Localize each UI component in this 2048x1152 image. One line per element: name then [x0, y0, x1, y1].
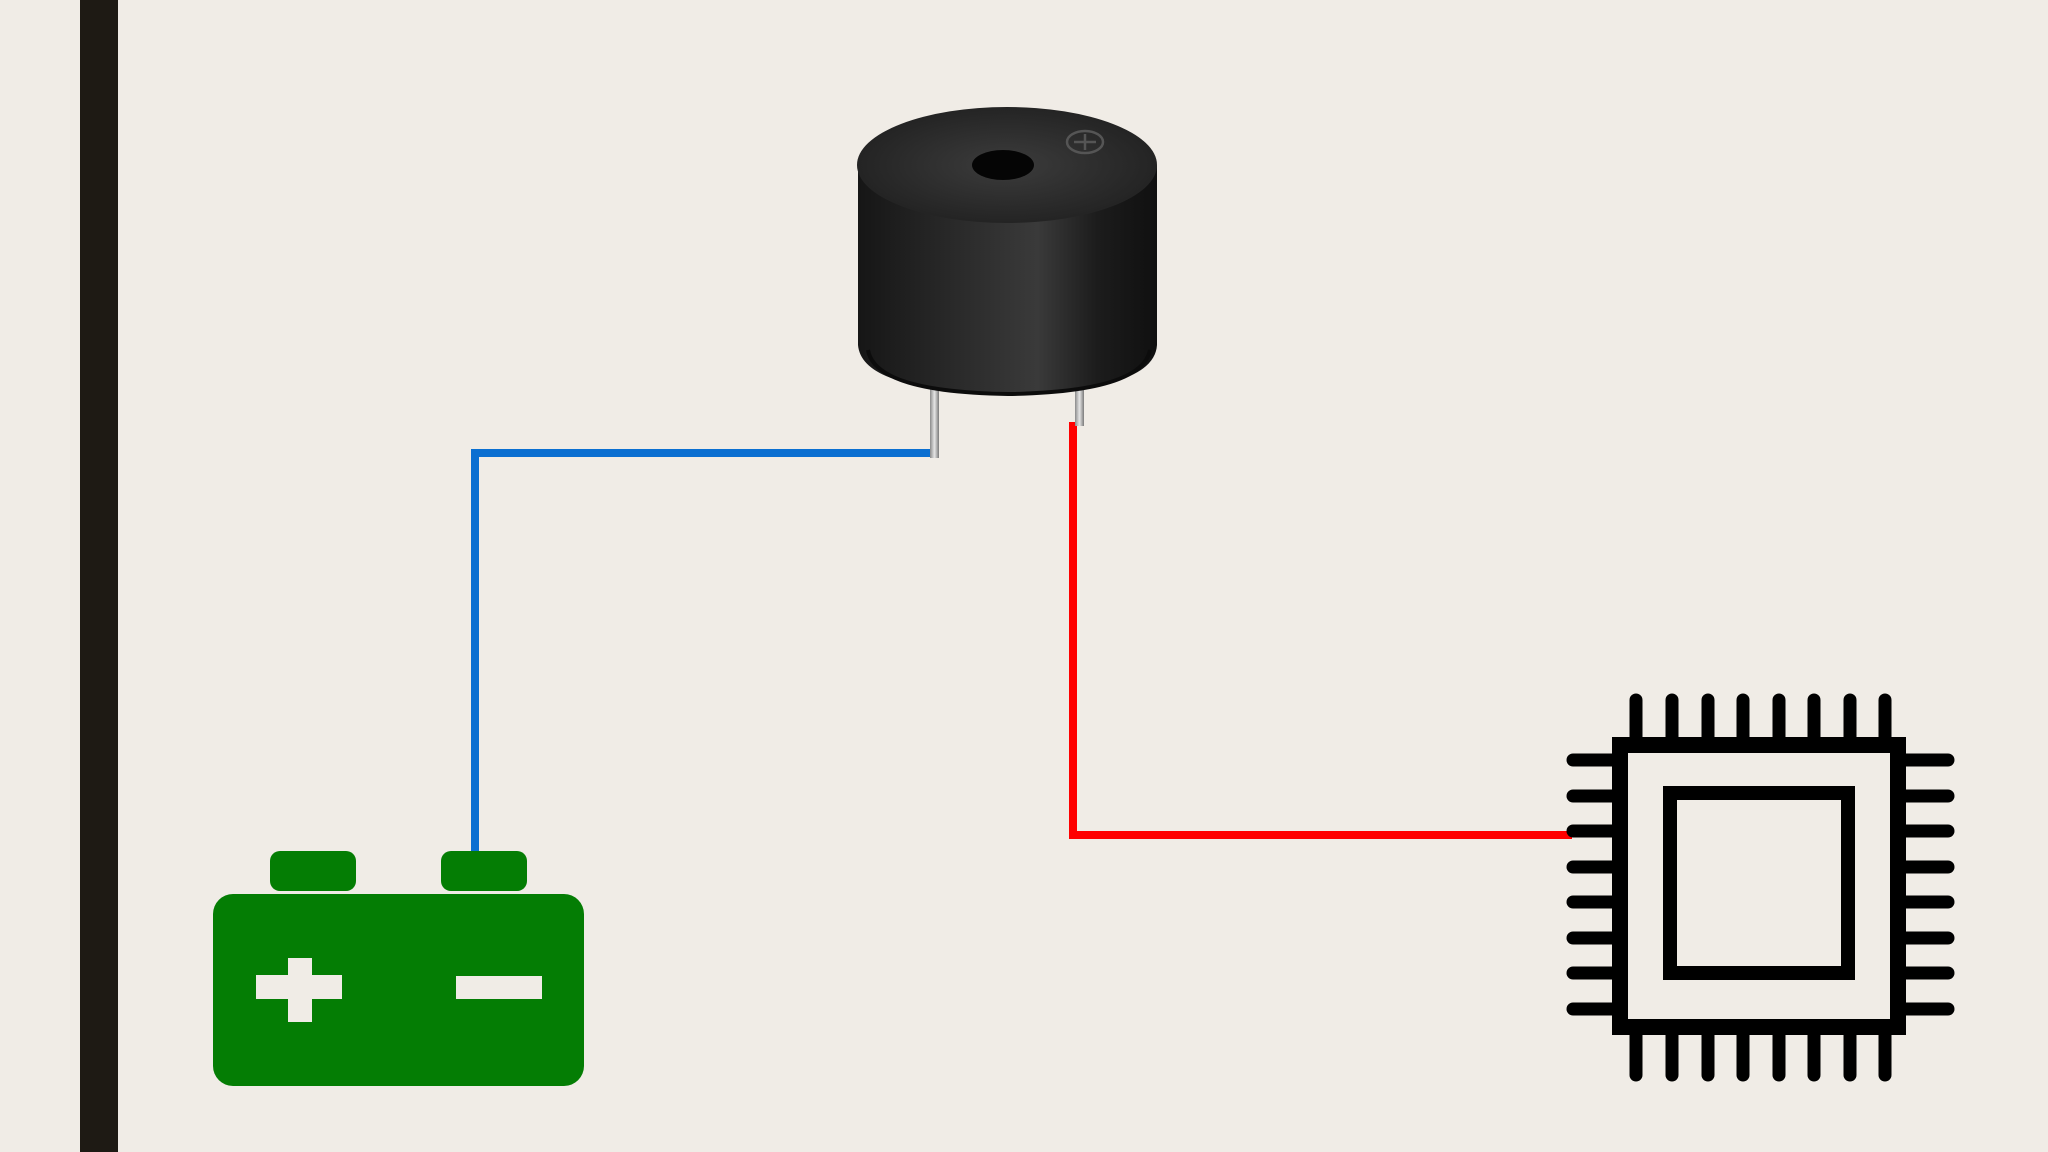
minus-sign-icon — [456, 976, 542, 999]
battery-terminal-positive — [270, 851, 356, 891]
piezo-buzzer-icon — [857, 107, 1157, 458]
plus-sign-icon — [256, 958, 342, 1022]
battery-icon — [213, 851, 584, 1086]
left-accent-bar — [80, 0, 118, 1152]
positive-wire — [1069, 422, 1572, 839]
microchip-icon — [1566, 693, 1955, 1082]
buzzer-sound-hole — [972, 150, 1034, 180]
battery-terminal-negative — [441, 851, 527, 891]
buzzer-polarity-mark — [1065, 129, 1105, 155]
buzzer-pin-positive — [1075, 370, 1084, 426]
buzzer-pin-negative — [930, 378, 939, 458]
negative-wire — [471, 449, 935, 855]
